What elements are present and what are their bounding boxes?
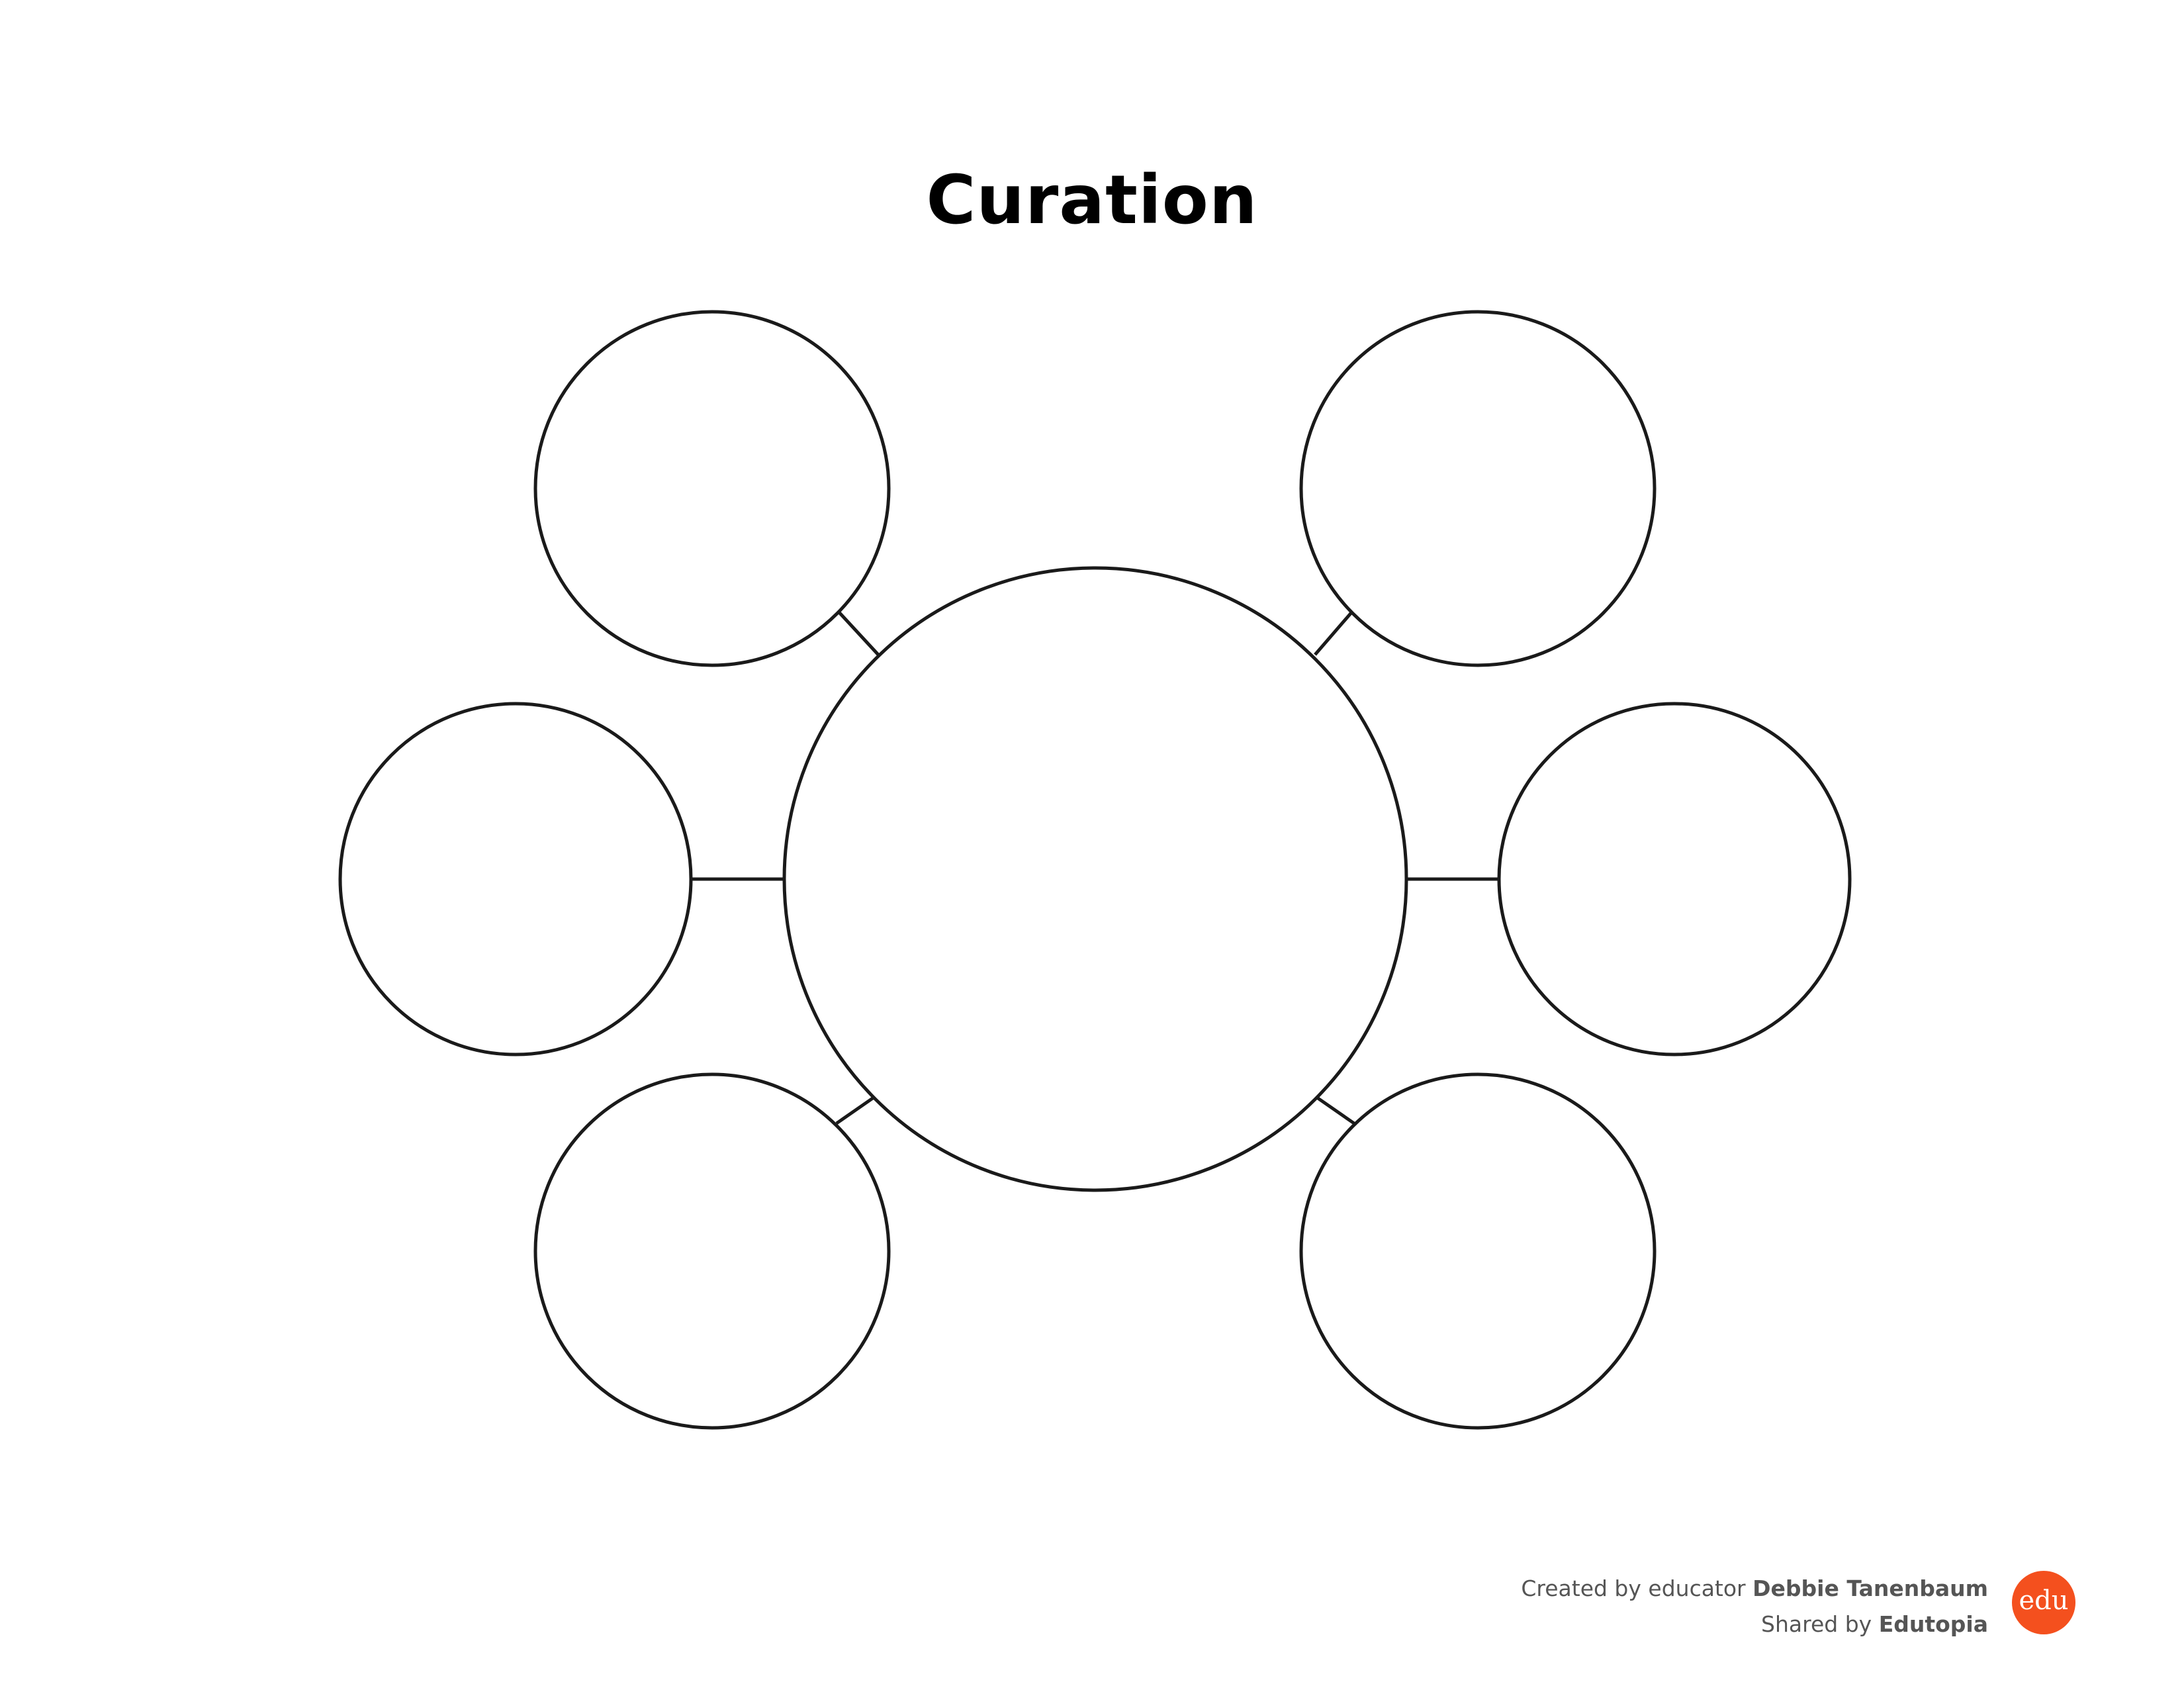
outer-node-middle-right[interactable] <box>1497 702 1852 1056</box>
shared-credit: Shared by Edutopia <box>1761 1610 1988 1639</box>
connector-bottom-right <box>1314 1094 1355 1125</box>
creator-credit: Created by educator Debbie Tanenbaum <box>1521 1574 1988 1603</box>
edutopia-logo: edu <box>2012 1571 2075 1634</box>
publisher-name: Edutopia <box>1878 1611 1988 1637</box>
outer-node-top-left[interactable] <box>533 310 891 667</box>
edutopia-logo-text: edu <box>2019 1585 2069 1616</box>
author-name: Debbie Tanenbaum <box>1752 1575 1988 1601</box>
outer-node-middle-left[interactable] <box>338 702 693 1056</box>
shared-credit-prefix: Shared by <box>1761 1611 1879 1637</box>
outer-node-bottom-left[interactable] <box>533 1072 891 1430</box>
connector-bottom-left <box>835 1094 877 1125</box>
connector-top-right <box>1314 610 1354 656</box>
center-node[interactable] <box>782 566 1408 1192</box>
page-title: Curation <box>926 161 1258 240</box>
connector-top-left <box>837 610 880 656</box>
outer-node-top-right[interactable] <box>1299 310 1657 667</box>
outer-node-bottom-right[interactable] <box>1299 1072 1657 1430</box>
creator-credit-prefix: Created by educator <box>1521 1575 1753 1601</box>
